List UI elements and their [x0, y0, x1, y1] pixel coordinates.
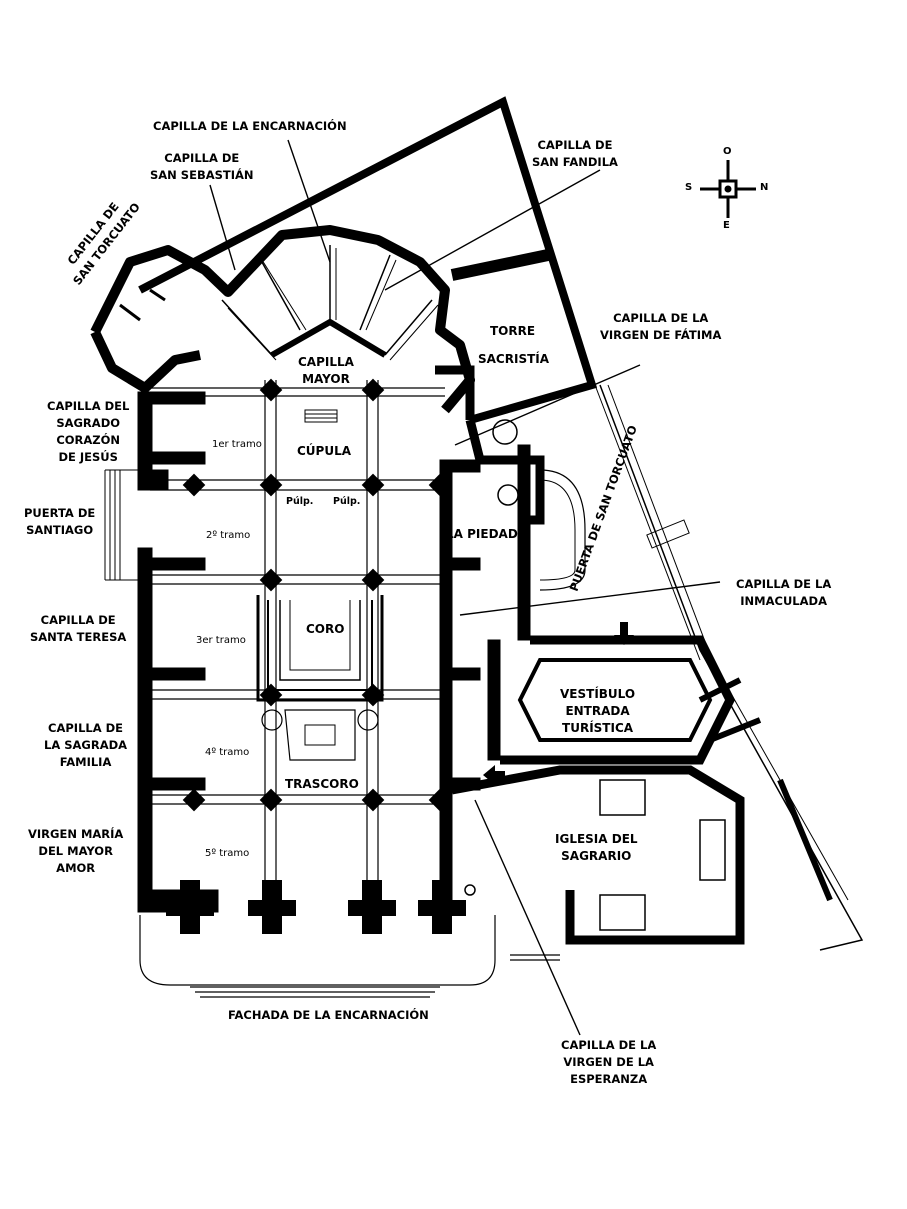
entrance-arrows	[483, 622, 634, 785]
label-tramo-4: 4º tramo	[205, 747, 250, 758]
outer-enclosure	[138, 96, 864, 951]
compass-rose	[700, 160, 756, 218]
label-line: CAPILLA DE	[537, 138, 613, 152]
compass-label-bottom: E	[723, 220, 730, 231]
label-line: SAGRADO	[56, 416, 121, 430]
label-line: LA SAGRADA	[44, 738, 128, 752]
label-line: DEL MAYOR	[38, 844, 113, 858]
apse-chapels	[90, 225, 475, 414]
compass-label-left: S	[685, 182, 693, 193]
label-sacristia: SACRISTÍA	[478, 352, 550, 366]
label-line: DE JESÚS	[58, 450, 118, 464]
label-capilla-san-fandila: CAPILLA DE SAN FANDILA	[532, 137, 618, 171]
label-line: INMACULADA	[740, 594, 827, 608]
label-line: CAPILLA	[298, 355, 354, 369]
santiago-steps	[104, 469, 138, 581]
label-torre: TORRE	[490, 324, 536, 338]
label-line: CAPILLA DE LA	[561, 1038, 657, 1052]
label-sagrada-familia: CAPILLA DE LA SAGRADA FAMILIA	[44, 720, 127, 771]
label-tramo-2: 2º tramo	[206, 530, 251, 541]
label-capilla-virgen-fatima: CAPILLA DE LA VIRGEN DE FÁTIMA	[600, 310, 721, 344]
label-tramo-1: 1er tramo	[212, 439, 262, 450]
compass-label-top: O	[723, 146, 732, 157]
label-line: SANTIAGO	[26, 523, 94, 537]
label-line: SAN FANDILA	[532, 155, 618, 169]
label-capilla-san-sebastian: CAPILLA DE SAN SEBASTIÁN	[150, 150, 254, 184]
facade-steps	[139, 915, 560, 998]
label-line: AMOR	[56, 861, 96, 875]
label-virgen-esperanza: CAPILLA DE LA VIRGEN DE LA ESPERANZA	[561, 1037, 656, 1088]
label-line: SAN SEBASTIÁN	[150, 168, 254, 182]
label-line: VIRGEN MARÍA	[28, 827, 124, 841]
label-santa-teresa: CAPILLA DE SANTA TERESA	[30, 612, 126, 646]
label-tramo-3: 3er tramo	[196, 635, 246, 646]
label-pulpito-1: Púlp.	[286, 496, 314, 507]
facade-buttresses	[166, 880, 466, 934]
label-line: ENTRADA	[565, 704, 630, 718]
label-line: CAPILLA DE LA	[736, 577, 832, 591]
label-coro: CORO	[306, 622, 345, 636]
label-line: VIRGEN DE FÁTIMA	[600, 328, 722, 342]
label-fachada-encarnacion: FACHADA DE LA ENCARNACIÓN	[228, 1008, 429, 1022]
label-line: CAPILLA DE	[164, 151, 240, 165]
label-vestibulo: VESTÍBULO ENTRADA TURÍSTICA	[560, 686, 635, 737]
label-line: CAPILLA DE	[40, 613, 116, 627]
label-la-piedad: LA PIEDAD	[446, 527, 518, 541]
label-tramo-5: 5º tramo	[205, 848, 250, 859]
label-line: MAYOR	[302, 372, 350, 386]
label-line: VIRGEN DE LA	[563, 1055, 654, 1069]
label-line: CAPILLA DE LA	[613, 311, 709, 325]
label-line: CORAZÓN	[56, 433, 121, 447]
label-iglesia-sagrario: IGLESIA DEL SAGRARIO	[555, 831, 638, 865]
label-line: SANTA TERESA	[30, 630, 127, 644]
label-line: CAPILLA DEL	[47, 399, 130, 413]
label-line: IGLESIA DEL	[555, 832, 638, 846]
label-line: TURÍSTICA	[562, 721, 634, 735]
label-line: FAMILIA	[59, 755, 112, 769]
label-trascoro: TRASCORO	[285, 777, 359, 791]
label-puerta-santiago: PUERTA DE SANTIAGO	[24, 505, 95, 539]
east-annex	[435, 365, 833, 945]
label-line: PUERTA DE	[24, 506, 96, 520]
leader-lines	[209, 139, 721, 1036]
label-cupula: CÚPULA	[297, 444, 352, 458]
label-virgen-mayor-amor: VIRGEN MARÍA DEL MAYOR AMOR	[28, 826, 123, 877]
label-line: SAGRARIO	[561, 849, 632, 863]
compass-label-right: N	[760, 182, 769, 193]
label-line: ESPERANZA	[570, 1072, 648, 1086]
label-capilla-encarnacion: CAPILLA DE LA ENCARNACIÓN	[153, 119, 347, 133]
label-sagrado-corazon: CAPILLA DEL SAGRADO CORAZÓN DE JESÚS	[47, 398, 129, 466]
choir	[256, 409, 384, 761]
label-line: VESTÍBULO	[560, 687, 636, 701]
label-capilla-mayor: CAPILLA MAYOR	[298, 354, 354, 388]
cathedral-walls	[137, 391, 531, 913]
label-pulpito-2: Púlp.	[333, 496, 361, 507]
label-line: CAPILLA DE	[48, 721, 124, 735]
label-capilla-inmaculada: CAPILLA DE LA INMACULADA	[736, 576, 831, 610]
